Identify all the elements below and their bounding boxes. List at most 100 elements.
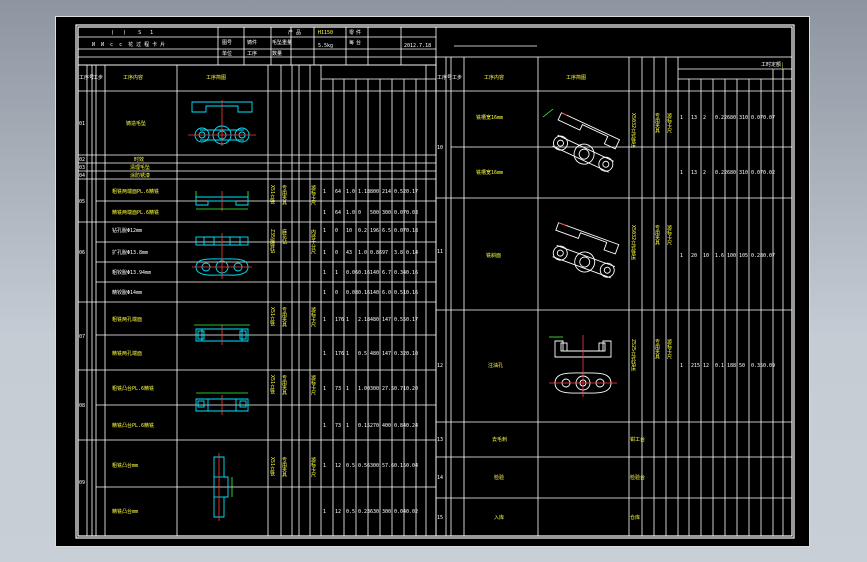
left-row-content: 时效 bbox=[134, 156, 144, 163]
left-row-no: 07 bbox=[79, 334, 85, 340]
left-value-cell: 64 bbox=[335, 189, 341, 195]
left-value-cell: 500 bbox=[370, 210, 379, 216]
title-block: ( ) S 1 И И c c 花 过 程 卡 片 产 品 H1150 零 件 … bbox=[77, 26, 437, 66]
left-value-cell: 0.5 bbox=[346, 509, 355, 515]
title-cell-10: 每 bbox=[349, 39, 354, 46]
left-value-cell: 0.34 bbox=[394, 270, 406, 276]
tool-label: 专用夹具 bbox=[654, 224, 660, 246]
title-cell-7: 铸件 bbox=[247, 39, 257, 46]
left-value-cell: 0.17 bbox=[406, 189, 418, 195]
gauge-label: 游标卡尺 bbox=[666, 112, 672, 134]
left-header-no: 工序号 bbox=[79, 74, 94, 81]
left-value-cell: 0.56 bbox=[358, 463, 370, 469]
left-value-cell: 1 bbox=[323, 270, 326, 276]
left-value-cell: 1 bbox=[323, 386, 326, 392]
left-value-cell: 0.5 bbox=[346, 463, 355, 469]
right-value-cell: 0.35 bbox=[751, 363, 763, 369]
left-value-cell: 0.15 bbox=[358, 423, 370, 429]
left-value-cell: 480 bbox=[370, 317, 379, 323]
left-value-cell: 0.16 bbox=[406, 290, 418, 296]
gauge-label: 游标卡尺 bbox=[310, 374, 316, 396]
left-value-cell: 196 bbox=[370, 228, 379, 234]
left-value-cell: 0.08 bbox=[346, 290, 358, 296]
left-value-cell: 64 bbox=[335, 210, 341, 216]
right-value-cell: 0.07 bbox=[751, 115, 763, 121]
left-value-cell: 480 bbox=[370, 351, 379, 357]
left-value-cell: 1 bbox=[346, 317, 349, 323]
machine-label: 仓库 bbox=[630, 514, 640, 521]
left-row-content: 粗铣凸台mm bbox=[112, 462, 138, 469]
left-row-content: 精铰脫Φ14mm bbox=[112, 289, 142, 296]
left-value-cell: 0.2 bbox=[358, 228, 367, 234]
left-value-cell: 27.5 bbox=[382, 386, 394, 392]
sketch-boss-mill-08 bbox=[195, 392, 249, 415]
left-value-cell: 300 bbox=[382, 509, 391, 515]
left-value-cell: 1 bbox=[346, 386, 349, 392]
left-value-cell: 0.07 bbox=[394, 210, 406, 216]
right-row-content: 铣槽宽16mm bbox=[476, 114, 503, 121]
right-value-cell: 310 bbox=[739, 115, 748, 121]
machine-label: X51立铣 bbox=[269, 375, 275, 395]
title-cell-2: H1150 bbox=[318, 30, 333, 36]
right-value-cell: 1 bbox=[680, 253, 683, 259]
right-header-step: 工步 bbox=[452, 75, 462, 81]
machine-label: X51立铣 bbox=[269, 457, 275, 477]
left-value-cell: 0.17 bbox=[406, 317, 418, 323]
left-value-cell: 300 bbox=[370, 386, 379, 392]
left-value-cell: 1.18 bbox=[358, 189, 370, 195]
left-value-cell: 2.18 bbox=[358, 317, 370, 323]
right-header-no: 工序号 bbox=[437, 74, 452, 81]
left-value-cell: 1 bbox=[335, 270, 338, 276]
title-cell-3: 零 bbox=[349, 30, 354, 36]
sheet-border bbox=[75, 24, 795, 539]
left-row-content: 扩孔脫Φ13.8mm bbox=[112, 249, 148, 256]
right-value-cell: 0.07 bbox=[763, 253, 775, 259]
right-value-cell: 310 bbox=[739, 170, 748, 176]
gauge-label: 游标卡尺 bbox=[310, 306, 316, 328]
machine-label: X51立铣 bbox=[269, 307, 275, 327]
left-value-cell: 140 bbox=[370, 290, 379, 296]
left-value-cell: 3.8 bbox=[394, 250, 403, 256]
left-row-no: 03 bbox=[79, 165, 85, 171]
tool-label: 专用夹具 bbox=[281, 374, 287, 396]
right-row-content: 检验 bbox=[494, 474, 504, 481]
right-row-content: 铣槽宽16mm bbox=[476, 169, 503, 176]
title-small-1: 工序 bbox=[247, 50, 257, 57]
left-row-content: 粗铰脫Φ13.94mm bbox=[112, 269, 151, 276]
right-value-cell: 0.09 bbox=[763, 363, 775, 369]
left-value-cell: 140 bbox=[370, 270, 379, 276]
left-value-cell: 1 bbox=[323, 423, 326, 429]
right-row-content: 铣斜面 bbox=[486, 252, 501, 259]
right-value-cell: 680 bbox=[727, 115, 736, 121]
right-value-cell: 10 bbox=[703, 253, 709, 259]
tool-label: 专用夹具 bbox=[281, 456, 287, 478]
drawing-viewport[interactable]: ( ) S 1 И И c c 花 过 程 卡 片 产 品 H1150 零 件 … bbox=[55, 16, 810, 547]
left-value-cell: 1 bbox=[323, 210, 326, 216]
left-value-cell: 1.0 bbox=[346, 210, 355, 216]
left-value-cell: 1 bbox=[323, 351, 326, 357]
left-row-no: 02 bbox=[79, 157, 85, 163]
sketch-bore-06 bbox=[192, 233, 252, 279]
left-value-cell: 0.52 bbox=[394, 189, 406, 195]
sketch-oil-hole-12 bbox=[549, 335, 617, 397]
machine-label: X51立铣 bbox=[269, 185, 275, 205]
title-row2-left: И И c c 花 过 程 卡 片 bbox=[92, 41, 165, 48]
right-value-cell: 0.1 bbox=[715, 363, 724, 369]
right-value-cell: 2 bbox=[703, 115, 706, 121]
tool-label: 专用夹具 bbox=[654, 112, 660, 134]
sketch-slot-10 bbox=[542, 108, 621, 173]
sketch-boss-mill-07 bbox=[194, 324, 250, 345]
left-value-cell: 147 bbox=[382, 317, 391, 323]
left-row-content: 铸造毛坠 bbox=[126, 120, 146, 127]
left-value-cell: 0.16 bbox=[406, 270, 418, 276]
left-value-cell: 0.51 bbox=[394, 290, 406, 296]
left-rows: 01 铸造毛坠 02 时效 03 清理毛坠 04 涂防锈漆 05 粗铣两端面PL… bbox=[79, 120, 159, 515]
title-cell-11: 台 bbox=[356, 39, 361, 46]
right-value-cell: 1 bbox=[680, 363, 683, 369]
title-cell-0: 产 bbox=[288, 29, 293, 36]
left-value-cell: 0.18 bbox=[406, 228, 418, 234]
left-value-cell: 0.02 bbox=[406, 509, 418, 515]
right-value-cell: 0.28 bbox=[751, 253, 763, 259]
tool-label: 专用夹具 bbox=[654, 338, 660, 360]
